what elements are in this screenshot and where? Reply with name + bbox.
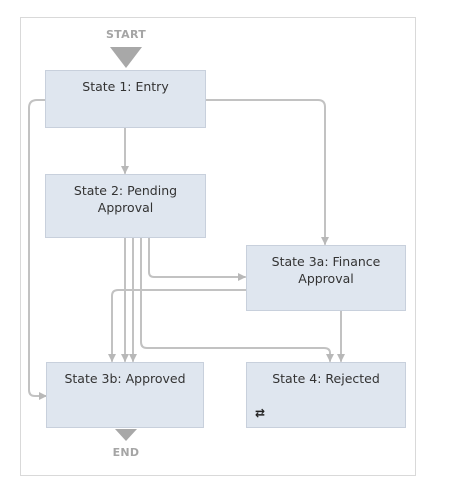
state-entry[interactable]: State 1: Entry	[45, 70, 206, 128]
state-rejected-label: State 4: Rejected	[272, 371, 380, 386]
state-finance-approval[interactable]: State 3a: Finance Approval	[246, 245, 406, 311]
state-approved-label: State 3b: Approved	[64, 371, 186, 386]
state-approved[interactable]: State 3b: Approved	[46, 362, 204, 428]
state-pending-approval-label: State 2: Pending Approval	[73, 183, 178, 215]
state-finance-approval-label: State 3a: Finance Approval	[271, 254, 381, 286]
state-entry-label: State 1: Entry	[82, 79, 169, 94]
loop-icon[interactable]: ⇄	[255, 406, 266, 420]
end-marker: END	[112, 446, 140, 459]
start-marker: START	[105, 28, 147, 41]
state-rejected[interactable]: State 4: Rejected ⇄	[246, 362, 406, 428]
state-pending-approval[interactable]: State 2: Pending Approval	[45, 174, 206, 238]
